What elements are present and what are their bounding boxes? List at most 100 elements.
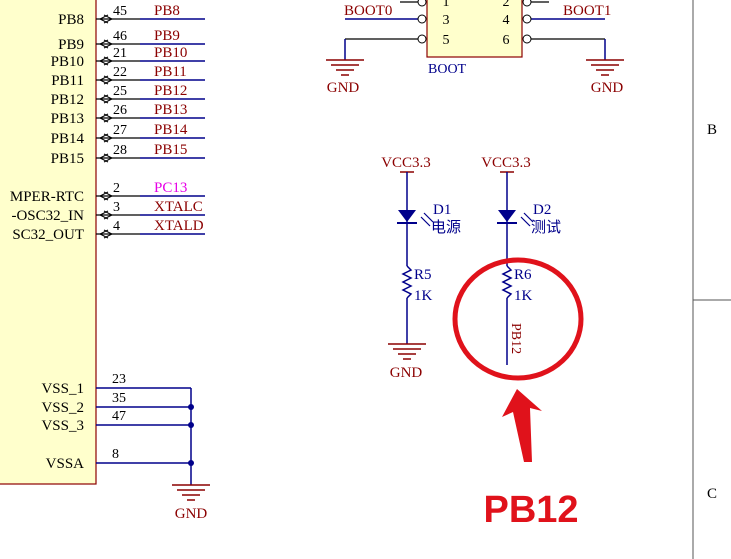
gpio-pin-name: PB11 [51, 73, 84, 89]
boot-pin-6: 6 [503, 33, 510, 48]
gpio-pin-name: PB14 [51, 131, 85, 147]
io-arrow-icon [98, 153, 109, 163]
boot-label: BOOT [428, 62, 467, 77]
gpio-pin-name: PB8 [58, 12, 84, 28]
boot-pin-1: 1 [443, 0, 450, 10]
io-arrow-icon [103, 153, 114, 163]
led2-ref: D2 [533, 202, 551, 218]
gpio-pin-net: PB9 [154, 28, 180, 44]
sheet-border: B C [692, 0, 731, 559]
led1-res-val: 1K [414, 288, 433, 304]
led1-vcc: VCC3.3 [381, 155, 431, 171]
io-arrow-icon [98, 39, 109, 49]
gpio-pin-name: PB12 [51, 92, 84, 108]
led1-gnd: GND [390, 365, 423, 381]
gpio-pin-number: 22 [113, 65, 127, 80]
io-arrow-icon [103, 229, 114, 239]
boot-header: 1 2 3 4 5 6 BOOT BOOT0 BOOT1 GND GND [326, 0, 624, 96]
zone-label-b: B [707, 122, 717, 138]
io-arrow-icon [98, 14, 109, 24]
rtc-pin-name: SC32_OUT [12, 227, 84, 243]
led2-resistor-icon [501, 265, 513, 299]
boot-pin-2: 2 [503, 0, 510, 10]
gpio-pin-net: PB10 [154, 45, 187, 61]
mcu-gnd-label: GND [175, 506, 208, 522]
io-arrow-icon [103, 133, 114, 143]
power-pin-name: VSS_1 [41, 381, 84, 397]
gpio-pin-number: 46 [113, 29, 127, 44]
gpio-pin-net: PB12 [154, 83, 187, 99]
highlight-circle [452, 257, 584, 381]
io-arrow-icon [103, 39, 114, 49]
gpio-pin-number: 45 [113, 4, 127, 19]
io-arrow-icon [103, 14, 114, 24]
io-arrow-icon [103, 191, 114, 201]
io-arrow-icon [103, 56, 114, 66]
boot1-net: BOOT1 [563, 3, 611, 19]
highlight-annotation: PB12 [452, 257, 584, 532]
gpio-pin-number: 27 [113, 123, 127, 138]
io-arrow-icon [103, 113, 114, 123]
boot-pin-4: 4 [503, 13, 510, 28]
rtc-pin-name: MPER-RTC [10, 189, 84, 205]
power-pin-name: VSS_3 [41, 418, 84, 434]
io-arrow-icon [98, 56, 109, 66]
boot-gnd-right: GND [591, 80, 624, 96]
gpio-pin-net: PB8 [154, 3, 180, 19]
io-arrow-icon [98, 75, 109, 85]
gpio-pin-name: PB9 [58, 37, 84, 53]
rtc-pin-number: 2 [113, 181, 120, 196]
annotation-label: PB12 [483, 489, 578, 531]
led1-branch: VCC3.3 D1 电源 R5 1K GND [381, 155, 461, 381]
gpio-pin-number: 26 [113, 103, 127, 118]
rtc-pin-name: -OSC32_IN [11, 208, 84, 224]
gpio-pin-net: PB11 [154, 64, 187, 80]
io-arrow-icon [98, 113, 109, 123]
led2-vcc: VCC3.3 [481, 155, 531, 171]
zone-label-c: C [707, 486, 717, 502]
power-pin-number: 35 [112, 391, 126, 406]
rtc-pin-net: PC13 [154, 180, 187, 196]
led1-diode-icon [398, 210, 416, 222]
io-arrow-icon [103, 94, 114, 104]
led1-ref: D1 [433, 202, 451, 218]
gpio-pin-net: PB14 [154, 122, 188, 138]
led1-resistor-icon [401, 265, 413, 299]
power-pin-name: VSS_2 [41, 400, 84, 416]
gpio-pin-net: PB13 [154, 102, 187, 118]
boot-gnd-left: GND [327, 80, 360, 96]
io-arrow-icon [103, 75, 114, 85]
power-pin-number: 8 [112, 447, 119, 462]
gpio-pin-name: PB10 [51, 54, 84, 70]
mcu-body [0, 0, 97, 485]
boot-pin-5: 5 [443, 33, 450, 48]
gpio-pin-name: PB15 [51, 151, 84, 167]
gpio-pin-number: 28 [113, 143, 127, 158]
power-pin-name: VSSA [46, 456, 85, 472]
rtc-pin-number: 3 [113, 200, 120, 215]
boot-pin-3: 3 [443, 13, 450, 28]
rtc-pin-number: 4 [113, 219, 120, 234]
gpio-pin-name: PB13 [51, 111, 84, 127]
mcu-gnd: GND [172, 391, 210, 522]
gpio-pin-number: 21 [113, 46, 127, 61]
led2-res-ref: R6 [514, 267, 532, 283]
power-pin-number: 47 [112, 409, 126, 424]
boot-body [426, 0, 523, 58]
gpio-pin-net: PB15 [154, 142, 187, 158]
io-arrow-icon [98, 210, 109, 220]
power-pin-number: 23 [112, 372, 126, 387]
gpio-pin-number: 25 [113, 84, 127, 99]
rtc-pin-net: XTALC [154, 199, 203, 215]
rtc-pin-net: XTALD [154, 218, 204, 234]
led1-res-ref: R5 [414, 267, 432, 283]
led2-diode-icon [498, 210, 516, 222]
io-arrow-icon [98, 133, 109, 143]
led1-desc: 电源 [431, 218, 461, 236]
led2-res-val: 1K [514, 288, 533, 304]
io-arrow-icon [103, 210, 114, 220]
led2-net: PB12 [508, 323, 523, 354]
io-arrow-icon [98, 94, 109, 104]
